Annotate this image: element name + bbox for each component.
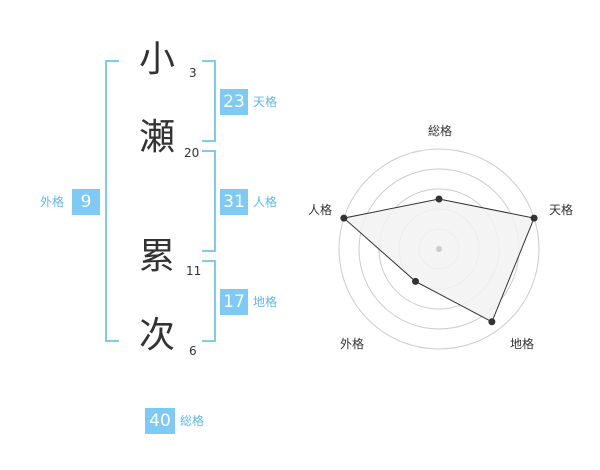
name-char-3: 累 xyxy=(139,236,176,277)
name-char-4: 次 xyxy=(139,315,176,356)
radar-label-jinkaku: 人格 xyxy=(308,203,333,217)
soukaku-value: 40 xyxy=(145,408,175,434)
radar-label-gaikaku: 外格 xyxy=(340,337,365,351)
stroke-count-3: 11 xyxy=(186,264,202,278)
jinkaku-value: 31 xyxy=(220,189,248,215)
chikaku-label: 地格 xyxy=(253,295,278,309)
radar-point-0 xyxy=(435,195,443,203)
gaikaku-value: 9 xyxy=(72,189,100,215)
chikaku-bracket xyxy=(202,260,216,342)
radar-label-tenkaku: 天格 xyxy=(549,203,574,217)
name-char-2: 瀬 xyxy=(139,117,176,158)
tenkaku-bracket xyxy=(202,60,216,142)
chikaku-value: 17 xyxy=(220,289,248,315)
name-char-1: 小 xyxy=(139,39,176,80)
gaikaku-label: 外格 xyxy=(40,195,65,209)
radar-center-dot xyxy=(436,246,442,252)
radar-point-3 xyxy=(412,277,419,285)
jinkaku-label: 人格 xyxy=(253,195,278,209)
radar-point-2 xyxy=(488,318,496,326)
stroke-count-4: 6 xyxy=(189,344,197,358)
soukaku-label: 総格 xyxy=(180,414,205,428)
radar-point-4 xyxy=(340,214,348,222)
tenkaku-label: 天格 xyxy=(253,95,278,109)
tenkaku-value: 23 xyxy=(220,89,248,115)
radar-polygon xyxy=(342,198,535,323)
gaikaku-bracket xyxy=(105,60,119,342)
stroke-count-2: 20 xyxy=(184,146,200,160)
radar-ring xyxy=(338,148,540,350)
radar-point-1 xyxy=(530,214,538,222)
stroke-count-1: 3 xyxy=(189,66,197,80)
radar-label-soukaku: 総格 xyxy=(428,124,453,138)
radar-label-chikaku: 地格 xyxy=(510,337,535,351)
jinkaku-bracket xyxy=(202,150,216,252)
